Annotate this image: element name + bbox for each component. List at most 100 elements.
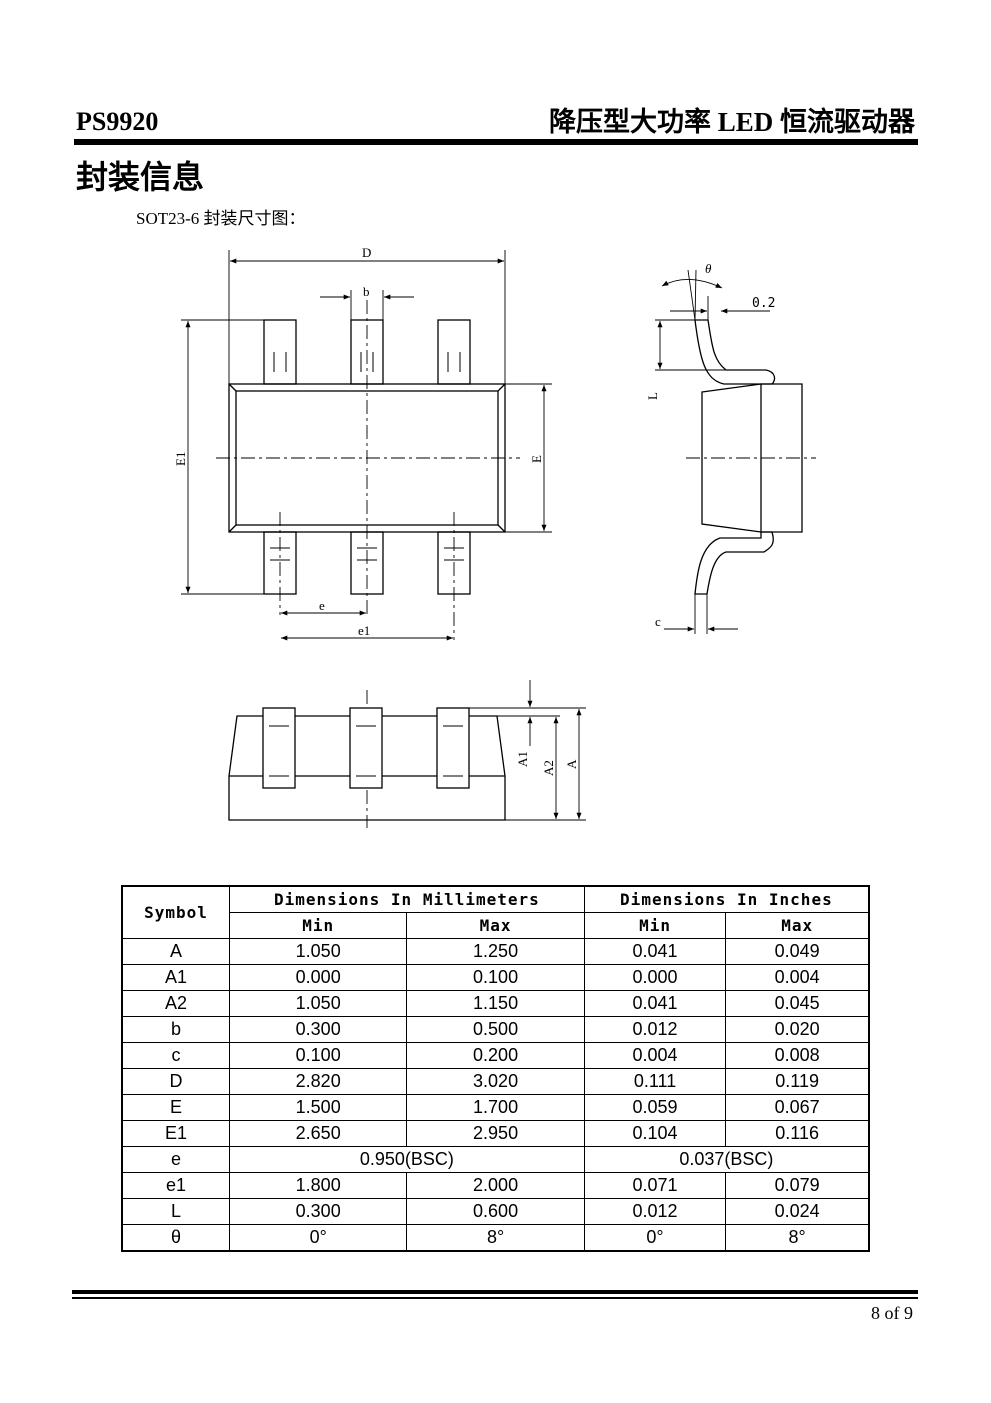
in-min-cell: 0.041 [583,938,727,965]
mm-min-cell: 0.100 [228,1042,408,1069]
mm-min-cell: 2.650 [228,1120,408,1147]
mm-max-cell: 0.500 [406,1016,585,1043]
in-min-cell: 0.111 [583,1068,727,1095]
mm-max-cell: 2.950 [406,1120,585,1147]
mm-min-cell: 1.050 [228,938,408,965]
mm-min-cell: 2.820 [228,1068,408,1095]
section-title: 封装信息 [76,158,205,196]
label-D: D [362,245,371,260]
header-rule [74,139,918,145]
mm-bsc-cell: 0.950(BSC) [229,1146,585,1173]
symbol-header: Symbol [121,885,230,939]
mm-max-header: Max [406,912,585,939]
symbol-cell: A2 [121,990,230,1017]
in-min-header: Min [583,912,727,939]
label-E: E [529,455,544,463]
label-E1: E1 [173,452,188,466]
mm-max-cell: 1.150 [406,990,585,1017]
mm-max-cell: 0.600 [406,1198,585,1225]
mm-min-cell: 0.300 [228,1016,408,1043]
in-max-cell: 0.116 [725,1120,870,1147]
in-min-cell: 0.004 [583,1042,727,1069]
in-max-cell: 0.008 [725,1042,870,1069]
symbol-cell: e [121,1146,230,1173]
top-lead [437,319,471,385]
in-min-cell: 0.104 [583,1120,727,1147]
in-max-cell: 0.004 [725,964,870,991]
in-bsc-cell: 0.037(BSC) [583,1146,870,1173]
in-min-cell: 0.041 [583,990,727,1017]
symbol-cell: E1 [121,1120,230,1147]
dimension-table: Symbol Dimensions In Millimeters Dimensi… [121,885,870,1252]
label-L: L [645,392,660,400]
label-A: A [564,759,579,769]
in-max-cell: 0.020 [725,1016,870,1043]
section-caption: SOT23-6 封装尺寸图： [136,209,306,228]
in-max-cell: 0.045 [725,990,870,1017]
mm-max-cell: 0.200 [406,1042,585,1069]
mm-max-cell: 1.700 [406,1094,585,1121]
mm-header: Dimensions In Millimeters [229,885,585,913]
in-min-cell: 0.071 [583,1172,727,1199]
in-max-cell: 0.024 [725,1198,870,1225]
mm-min-cell: 0.300 [228,1198,408,1225]
label-e: e [319,598,325,613]
in-min-cell: 0.012 [583,1198,727,1225]
in-max-cell: 0.119 [725,1068,870,1095]
label-e1: e1 [358,623,370,638]
mm-max-cell: 2.000 [406,1172,585,1199]
in-min-cell: 0.000 [583,964,727,991]
symbol-cell: D [121,1068,230,1095]
label-c: c [655,614,661,629]
mm-min-cell: 1.050 [228,990,408,1017]
package-drawing: D b E1 E e e1 θ 0.2 L c A1 A2 A [173,245,816,828]
label-A1: A1 [515,751,530,767]
in-min-cell: 0° [583,1224,727,1252]
in-max-header: Max [725,912,870,939]
label-b: b [363,284,370,299]
mm-min-cell: 0.000 [228,964,408,991]
symbol-cell: c [121,1042,230,1069]
in-max-cell: 0.049 [725,938,870,965]
page-number: 8 of 9 [871,1303,913,1323]
in-min-cell: 0.012 [583,1016,727,1043]
symbol-cell: e1 [121,1172,230,1199]
footer-rule-thin [72,1297,918,1299]
mm-max-cell: 3.020 [406,1068,585,1095]
label-A2: A2 [541,760,556,776]
symbol-cell: A1 [121,964,230,991]
mm-max-cell: 1.250 [406,938,585,965]
product-title: 降压型大功率 LED 恒流驱动器 [548,107,915,137]
in-min-cell: 0.059 [583,1094,727,1121]
footer-rule [72,1290,918,1294]
symbol-cell: L [121,1198,230,1225]
inch-header: Dimensions In Inches [583,885,870,913]
symbol-cell: A [121,938,230,965]
label-theta: θ [705,261,712,276]
top-lead [263,319,297,385]
in-max-cell: 8° [725,1224,870,1252]
in-max-cell: 0.079 [725,1172,870,1199]
symbol-cell: E [121,1094,230,1121]
mm-min-cell: 1.500 [228,1094,408,1121]
mm-max-cell: 8° [406,1224,585,1252]
mm-min-cell: 0° [228,1224,408,1252]
mm-min-cell: 1.800 [228,1172,408,1199]
part-number: PS9920 [76,107,159,136]
label-lead-tolerance: 0.2 [752,296,775,311]
mm-min-header: Min [228,912,408,939]
symbol-cell: b [121,1016,230,1043]
in-max-cell: 0.067 [725,1094,870,1121]
